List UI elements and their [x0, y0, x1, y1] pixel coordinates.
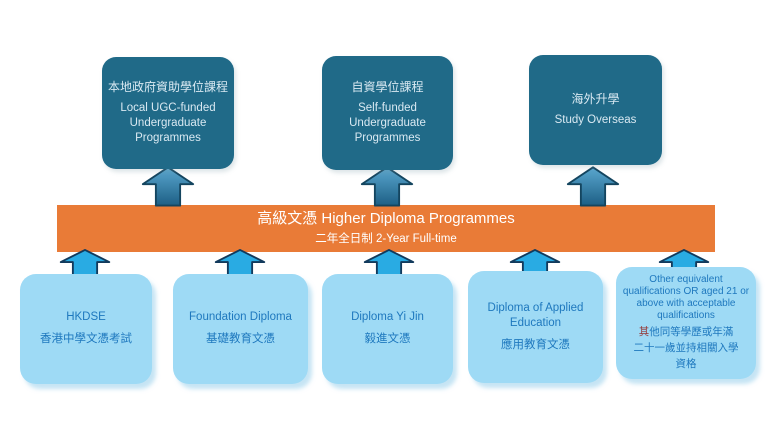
entry-applied-education-en: Diploma of Applied Education — [487, 301, 584, 330]
destination-self-funded-en: Self-funded Undergraduate Programmes — [349, 101, 426, 144]
destination-box-self-funded: 自資學位課程 Self-funded Undergraduate Program… — [322, 56, 453, 170]
entry-other-qualifications-zh-line1-rest: 他同等學歷或年滿 — [649, 326, 734, 339]
entry-other-qualifications-zh: 其他同等學歷或年滿 二十一歲並持相關入學 資格 — [634, 325, 739, 372]
highlighted-char: 其 — [638, 326, 650, 339]
entry-applied-education-zh: 應用教育文憑 — [501, 338, 570, 351]
entry-hkdse-zh: 香港中學文憑考試 — [40, 333, 132, 345]
destination-local-ugc-en: Local UGC-funded Undergraduate Programme… — [120, 101, 216, 144]
higher-diploma-bar-title: 高級文憑 Higher Diploma Programmes — [257, 210, 515, 228]
higher-diploma-bar: 高級文憑 Higher Diploma Programmes 二年全日制 2-Y… — [57, 205, 715, 252]
entry-other-qualifications-zh-line3: 資格 — [675, 357, 697, 370]
entry-yijin-en: Diploma Yi Jin — [351, 311, 424, 324]
entry-box-hkdse: HKDSE 香港中學文憑考試 — [20, 274, 152, 384]
entry-box-foundation-diploma: Foundation Diploma 基礎教育文憑 — [173, 274, 308, 384]
entry-box-diploma-yi-jin: Diploma Yi Jin 毅進文憑 — [322, 274, 453, 384]
entry-box-diploma-applied-education: Diploma of Applied Education 應用教育文憑 — [468, 271, 603, 383]
up-arrow-bar-to-ugc — [141, 166, 195, 207]
destination-box-local-ugc: 本地政府資助學位課程 Local UGC-funded Undergraduat… — [102, 57, 234, 169]
entry-box-other-qualifications: Other equivalent qualifications OR aged … — [616, 267, 756, 379]
higher-diploma-bar-subtitle: 二年全日制 2-Year Full-time — [315, 233, 457, 246]
destination-study-overseas-en: Study Overseas — [554, 113, 637, 126]
destination-box-study-overseas: 海外升學 Study Overseas — [529, 55, 662, 165]
entry-other-qualifications-en: Other equivalent qualifications OR aged … — [622, 273, 750, 322]
entry-foundation-en: Foundation Diploma — [189, 311, 292, 324]
entry-yijin-zh: 毅進文憑 — [364, 333, 411, 345]
destination-local-ugc-zh: 本地政府資助學位課程 — [108, 80, 229, 95]
entry-other-qualifications-zh-line1: 其他同等學歷或年滿 — [634, 325, 739, 341]
destination-study-overseas-zh: 海外升學 — [571, 92, 620, 107]
entry-foundation-zh: 基礎教育文憑 — [206, 333, 275, 345]
up-arrow-bar-to-self-funded — [360, 166, 414, 207]
entry-other-qualifications-zh-line2: 二十一歲並持相關入學 — [633, 342, 739, 354]
destination-self-funded-zh: 自資學位課程 — [351, 80, 424, 95]
up-arrow-bar-to-overseas — [566, 166, 620, 207]
entry-hkdse-en: HKDSE — [66, 311, 106, 324]
